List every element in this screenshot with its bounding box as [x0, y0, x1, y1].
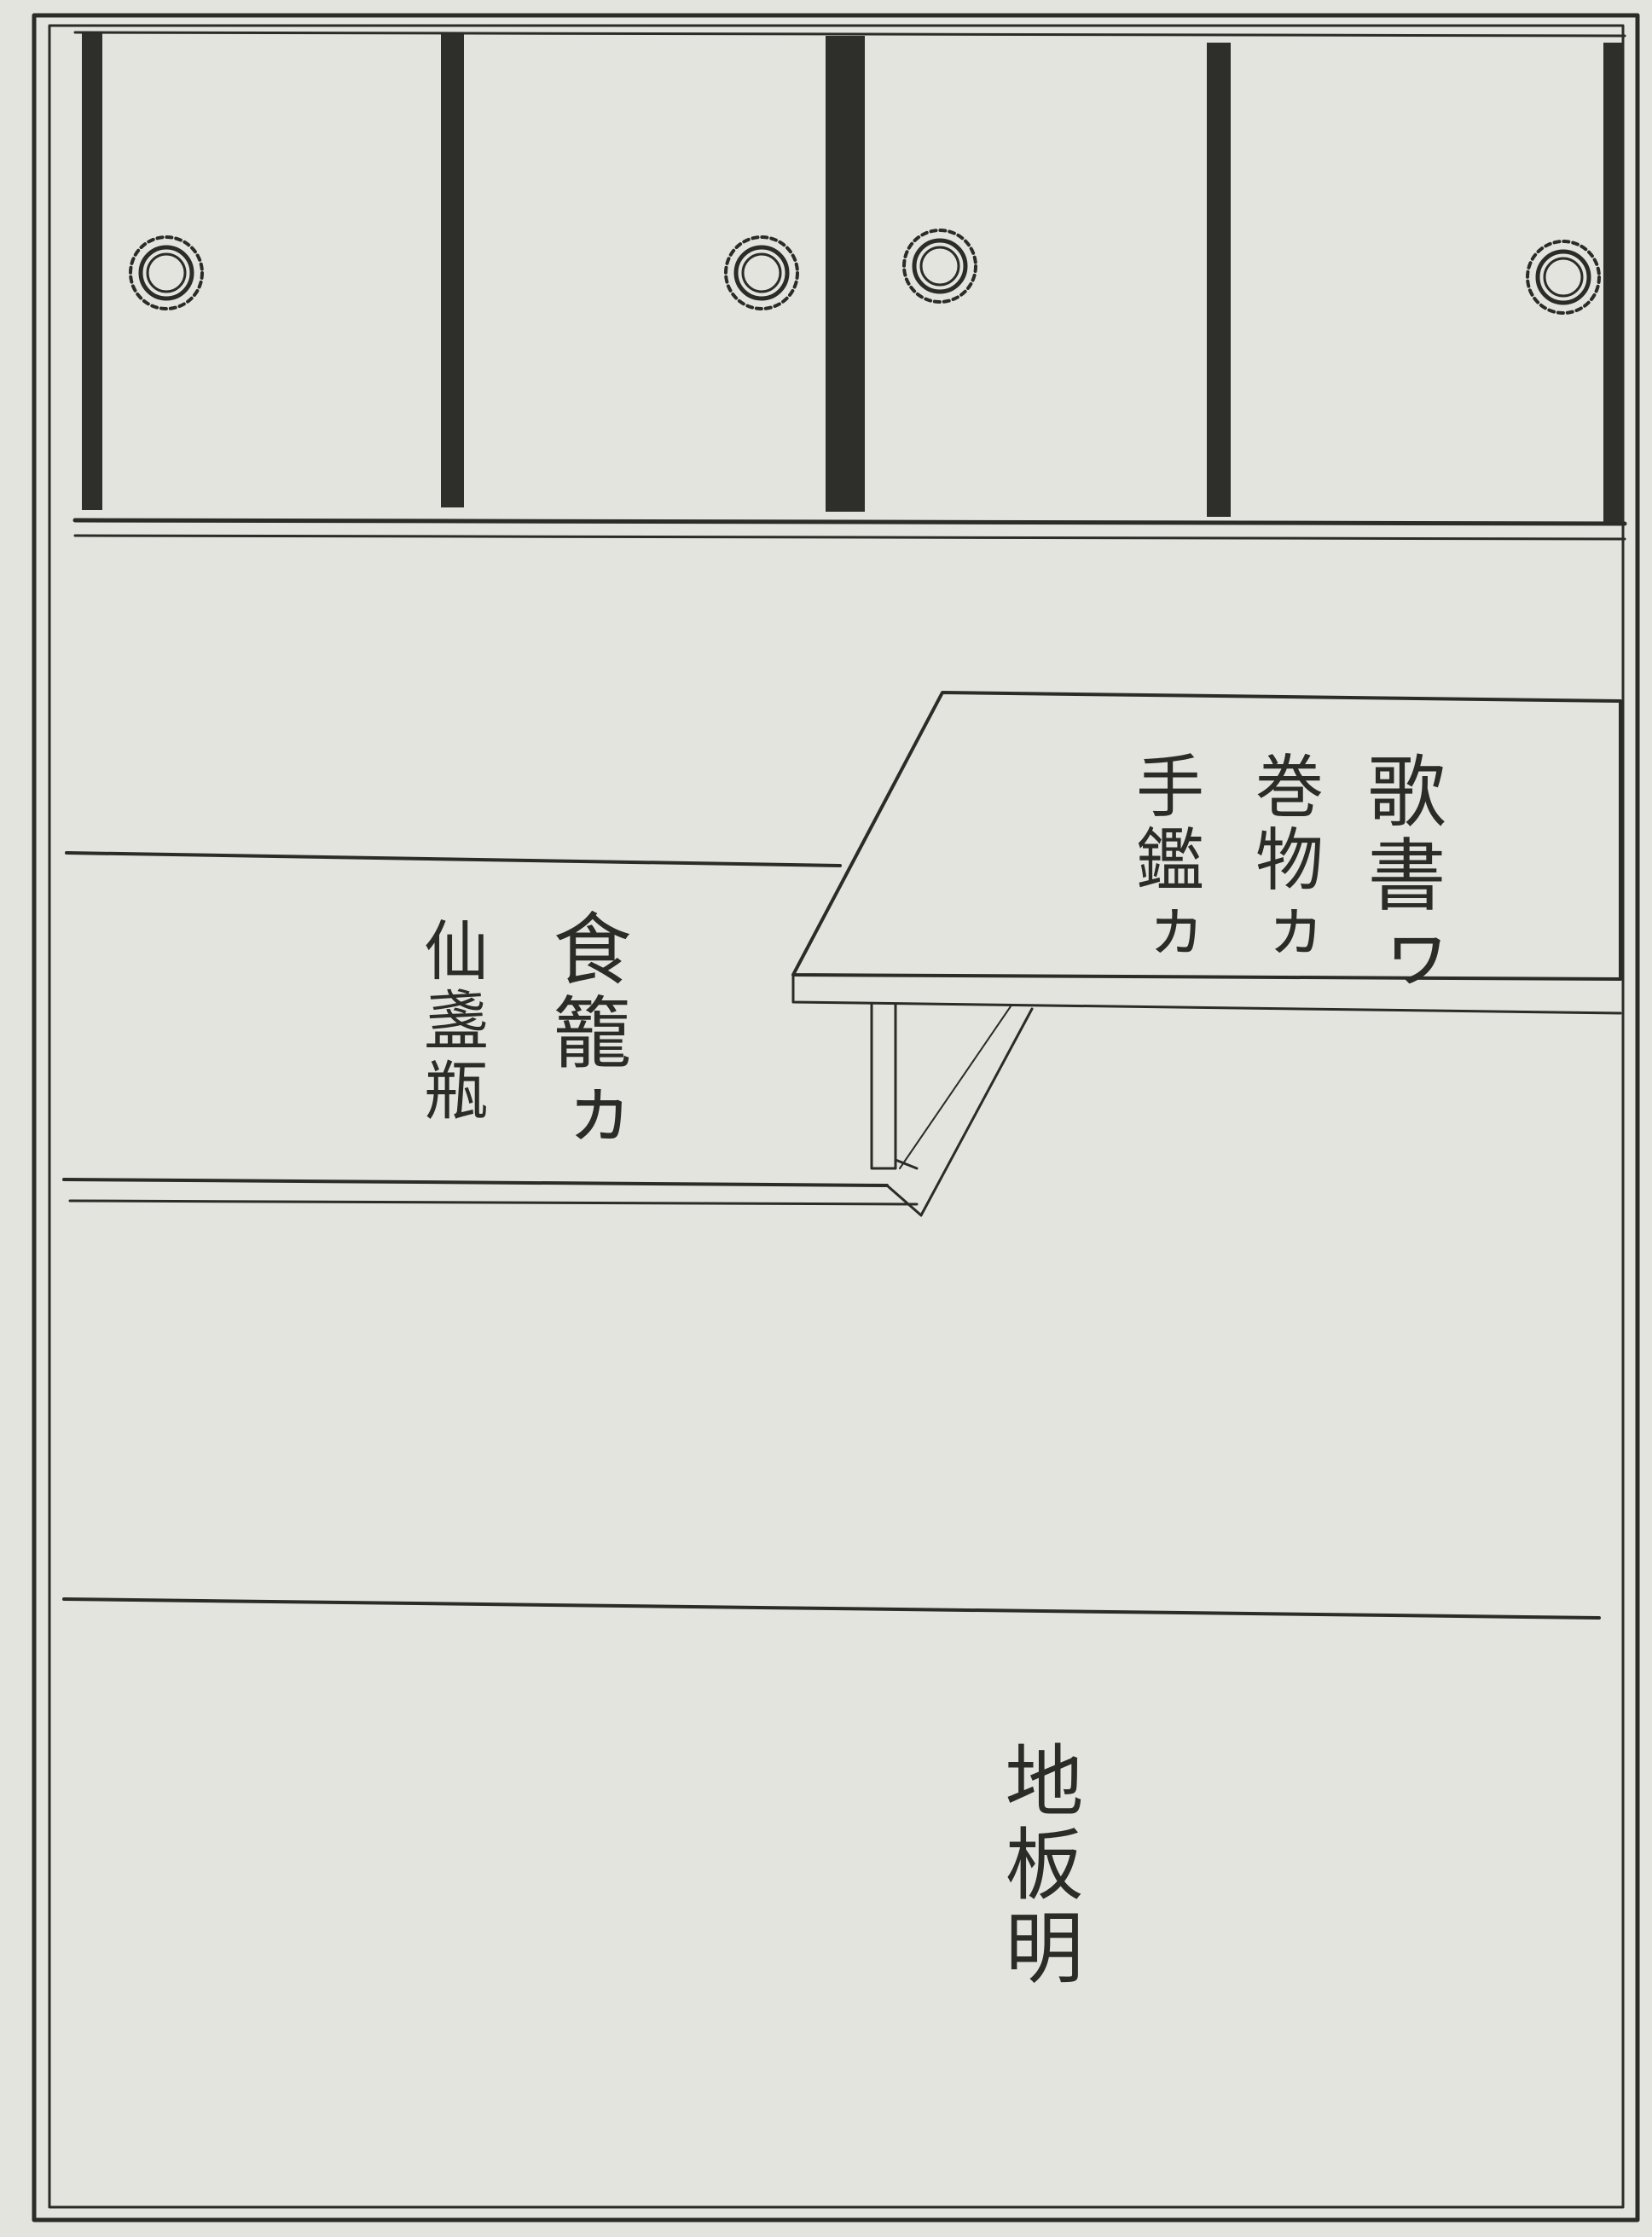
- label-jikirou: 食籠ヵ: [540, 908, 631, 1159]
- door-pull-icon: [724, 235, 799, 310]
- shelf-support: [919, 1007, 1034, 1217]
- label-senkouro: 仙盞瓶: [413, 917, 489, 1127]
- door-pull-icon: [1526, 240, 1601, 315]
- raised-shelf: [791, 691, 1622, 981]
- shelf-leg: [870, 1003, 897, 1170]
- label-makimono: 巻物ヵ: [1244, 750, 1324, 971]
- shelf-line: [65, 851, 842, 867]
- inner-frame: [48, 24, 1625, 2209]
- door-stile: [1207, 43, 1231, 517]
- door-pull-icon: [129, 235, 204, 310]
- label-kasho: 歌書ヮ: [1354, 750, 1446, 1001]
- door-stile: [82, 32, 102, 510]
- door-stile: [441, 34, 464, 507]
- shelf-front-bottom: [68, 1199, 919, 1206]
- cupboard-bottom-line: [72, 518, 1627, 526]
- label-jiitaake: 地板明: [992, 1740, 1083, 1991]
- label-tekagami: 手鑑ヵ: [1125, 750, 1204, 971]
- door-stile: [826, 36, 865, 512]
- shelf-front-top: [62, 1178, 889, 1187]
- door-stile: [1603, 43, 1624, 522]
- floor-board-line: [62, 1597, 1601, 1620]
- outer-frame: [32, 13, 1640, 2223]
- door-pull-icon: [902, 229, 977, 304]
